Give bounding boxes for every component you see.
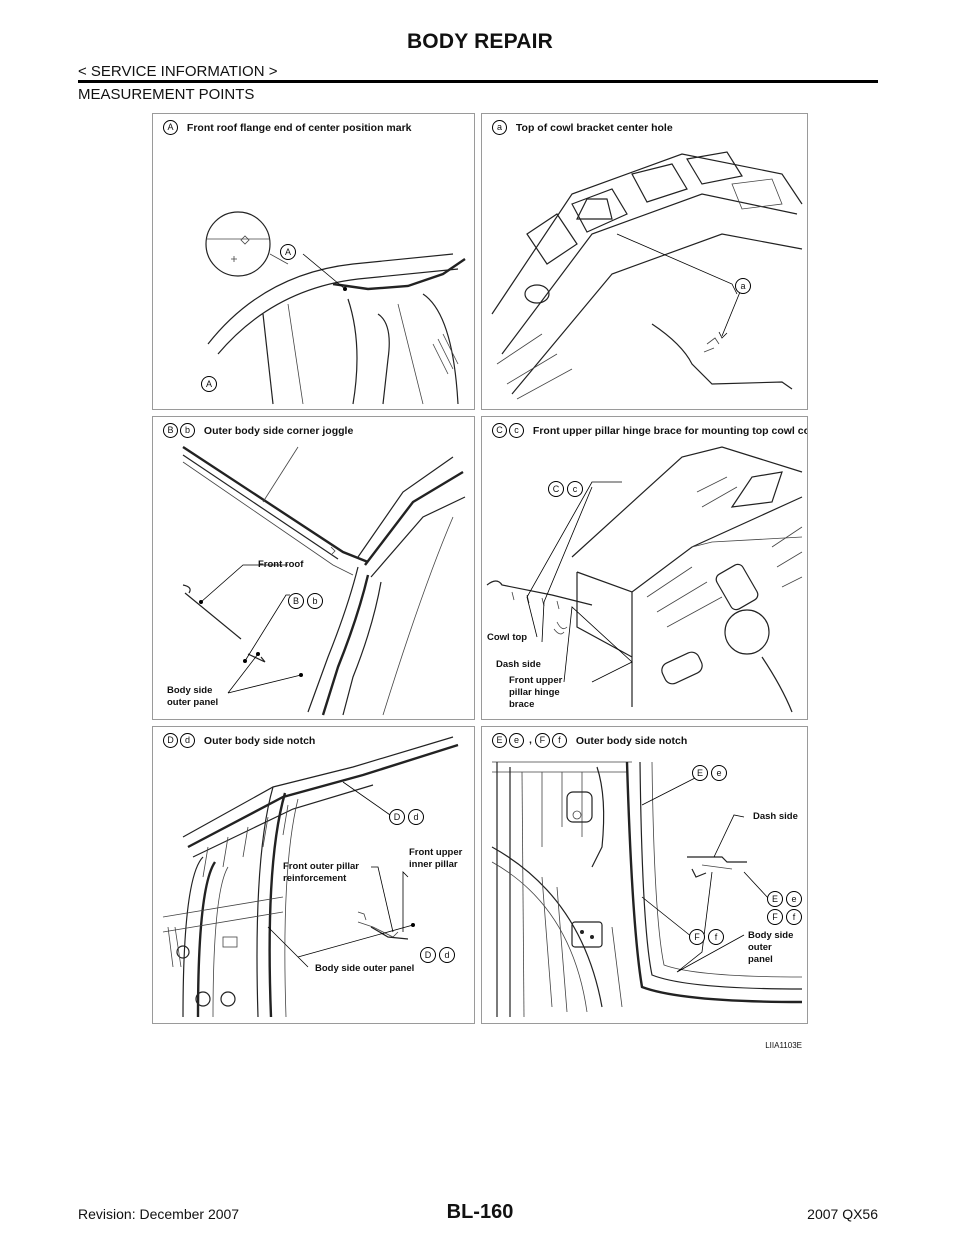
label-dash-side: Dash side <box>753 811 798 822</box>
callout-letter: a <box>735 278 751 294</box>
marker-F: F <box>534 733 550 748</box>
marker-B: B <box>163 423 178 438</box>
footer-revision: Revision: December 2007 <box>78 1206 240 1222</box>
callout-letter: c <box>567 481 583 497</box>
callout-letter: D <box>420 947 436 963</box>
marker-d: d <box>180 733 195 748</box>
drawing-corner-joggle <box>182 445 466 716</box>
callout-letter: f <box>708 929 724 945</box>
marker-D: D <box>163 733 178 748</box>
drawing-roof-flange <box>205 211 466 405</box>
callout-letter: d <box>439 947 455 963</box>
marker-a: a <box>492 120 507 135</box>
caption-text: Top of cowl bracket center hole <box>515 121 673 134</box>
caption-text: Outer body side notch <box>203 734 316 747</box>
callout-letter: F <box>767 909 783 925</box>
callout-letter: e <box>711 765 727 781</box>
caption-text: Front upper pillar hinge brace for mount… <box>532 424 808 437</box>
marker-b: b <box>180 423 195 438</box>
callout-letter: D <box>389 809 405 825</box>
header-rule <box>78 80 878 83</box>
drawing-cowl-bracket <box>491 151 803 400</box>
callout-a: a <box>735 278 751 294</box>
figure-id: LIIA1103E <box>765 1041 802 1050</box>
label-front-upper-inner-pillar: Front upper inner pillar <box>409 847 463 870</box>
callout-letter: A <box>280 244 296 260</box>
marker-A: A <box>163 120 178 135</box>
panel-caption: a Top of cowl bracket center hole <box>492 120 673 135</box>
label-body-side-outer-panel: Body side outer panel <box>315 963 415 974</box>
drawing-outer-notch-d <box>162 736 459 1018</box>
caption-text: Front roof flange end of center position… <box>186 121 412 134</box>
callout-letter: E <box>767 891 783 907</box>
marker-E: E <box>492 733 507 748</box>
caption-text: Outer body side notch <box>575 734 688 747</box>
label-front-outer-pillar-reinforcement: Front outer pillar reinforcement <box>283 861 359 884</box>
callout-letter: d <box>408 809 424 825</box>
callout-letter: b <box>307 593 323 609</box>
callout-letter: B <box>288 593 304 609</box>
callout-letter: C <box>548 481 564 497</box>
drawing-outer-notch-ef <box>491 761 803 1018</box>
label-front-roof: Front roof <box>258 559 304 570</box>
page-title: BODY REPAIR <box>406 30 554 53</box>
panel-cowl-bracket: a Top of cowl bracket center hole a <box>481 113 808 410</box>
label-dash-side: Dash side <box>496 659 541 670</box>
marker-e: e <box>509 733 524 748</box>
callout-letter: A <box>201 376 217 392</box>
marker-f: f <box>551 733 567 748</box>
caption-text: Outer body side corner joggle <box>203 424 354 437</box>
callout-letter: E <box>692 765 708 781</box>
footer-page-number: BL-160 <box>446 1201 514 1223</box>
label-front-upper-pillar-hinge-brace: Front upper pillar hinge brace <box>509 675 563 710</box>
callout-letter: e <box>786 891 802 907</box>
label-body-side-outer-panel: Body side outer panel <box>167 685 219 708</box>
label-body-side-outer-panel: Body side outer panel <box>748 930 794 965</box>
callout-A-upper: A <box>280 244 296 260</box>
section-heading: MEASUREMENT POINTS <box>78 86 255 103</box>
marker-c: c <box>509 423 524 438</box>
callout-letter: F <box>689 929 705 945</box>
panel-front-roof-flange: A Front roof flange end of center positi… <box>152 113 475 410</box>
callout-A-lower: A <box>201 376 217 392</box>
panel-caption: A Front roof flange end of center positi… <box>163 120 412 135</box>
label-cowl-top: Cowl top <box>487 632 528 643</box>
footer-model: 2007 QX56 <box>807 1206 878 1222</box>
marker-separator: , <box>529 734 532 747</box>
marker-C: C <box>492 423 507 438</box>
section-subtitle: < SERVICE INFORMATION > <box>78 63 278 80</box>
callout-letter: f <box>786 909 802 925</box>
drawing-hinge-brace <box>486 446 803 713</box>
